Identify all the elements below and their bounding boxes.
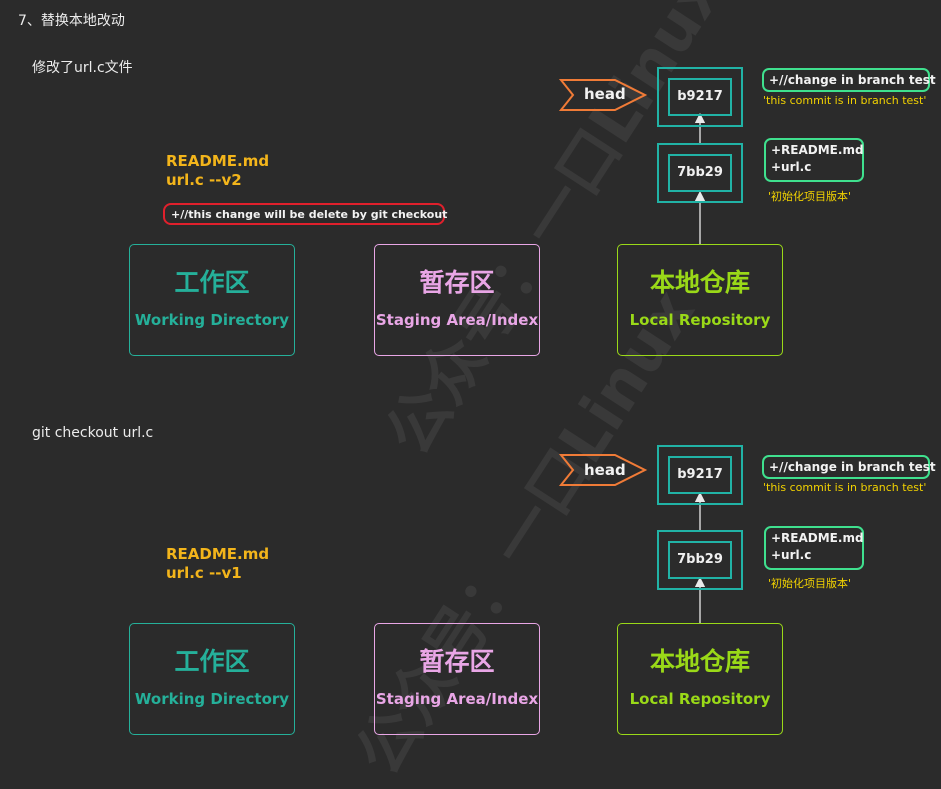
commit-note-bottom-sub-2: '初始化项目版本'	[768, 577, 852, 590]
commit-note-line: +url.c	[771, 160, 812, 174]
section2-file-list: README.md url.c --v1	[166, 545, 269, 583]
area-title-zh: 工作区	[174, 268, 250, 297]
head-label-2: head	[584, 461, 626, 479]
area-title-zh: 暂存区	[419, 647, 495, 676]
section2-file-url: url.c --v1	[166, 564, 242, 582]
head-label-1: head	[584, 85, 626, 103]
area-title-en: Local Repository	[629, 311, 771, 329]
area-title-en: Local Repository	[629, 690, 771, 708]
area-title-zh: 本地仓库	[649, 647, 750, 676]
head-arrow-2	[558, 454, 648, 486]
commit-hash: b9217	[668, 78, 732, 116]
commit-note-top-2: +//change in branch test	[762, 455, 936, 479]
commit-7bb29-2: 7bb29	[657, 530, 743, 590]
commit-note-bottom-1: +README.md +url.c	[764, 138, 864, 182]
area-title-en: Working Directory	[134, 690, 290, 708]
section2-file-readme: README.md	[166, 545, 270, 563]
commit-note-top-sub-1: 'this commit is in branch test'	[763, 94, 927, 107]
commit-note-line: +README.md	[771, 531, 864, 545]
commit-note-top-1: +//change in branch test	[762, 68, 936, 92]
local-repository-box-1: 本地仓库 Local Repository	[617, 244, 783, 356]
area-title-zh: 本地仓库	[649, 268, 750, 297]
staging-area-box-1: 暂存区 Staging Area/Index	[374, 244, 540, 356]
section1-file-readme: README.md	[166, 152, 270, 170]
commit-note-line: +url.c	[771, 548, 812, 562]
commit-7bb29-1: 7bb29	[657, 143, 743, 203]
section2-caption: git checkout url.c	[32, 425, 154, 441]
connector-layer	[558, 79, 706, 623]
commit-b9217-2: b9217	[657, 445, 743, 505]
working-directory-box-2: 工作区 Working Directory	[129, 623, 295, 735]
commit-note-line: +README.md	[771, 143, 864, 157]
page-title: 7、替换本地改动	[18, 13, 125, 29]
commit-note-top-sub-2: 'this commit is in branch test'	[763, 481, 927, 494]
area-title-en: Staging Area/Index	[375, 690, 539, 708]
section1-file-list: README.md url.c --v2	[166, 152, 269, 190]
area-title-en: Working Directory	[134, 311, 290, 329]
section1-file-url: url.c --v2	[166, 171, 242, 189]
commit-note-bottom-sub-1: '初始化项目版本'	[768, 190, 852, 203]
commit-b9217-1: b9217	[657, 67, 743, 127]
commit-hash: 7bb29	[668, 541, 732, 579]
local-repository-box-2: 本地仓库 Local Repository	[617, 623, 783, 735]
head-arrow-1	[558, 79, 648, 111]
area-title-en: Staging Area/Index	[375, 311, 539, 329]
section1-warning-note: +//this change will be delete by git che…	[163, 203, 447, 225]
section1-caption: 修改了url.c文件	[32, 60, 133, 76]
commit-hash: b9217	[668, 456, 732, 494]
commit-hash: 7bb29	[668, 154, 732, 192]
working-directory-box-1: 工作区 Working Directory	[129, 244, 295, 356]
area-title-zh: 工作区	[174, 647, 250, 676]
staging-area-box-2: 暂存区 Staging Area/Index	[374, 623, 540, 735]
area-title-zh: 暂存区	[419, 268, 495, 297]
commit-note-bottom-2: +README.md +url.c	[764, 526, 864, 570]
